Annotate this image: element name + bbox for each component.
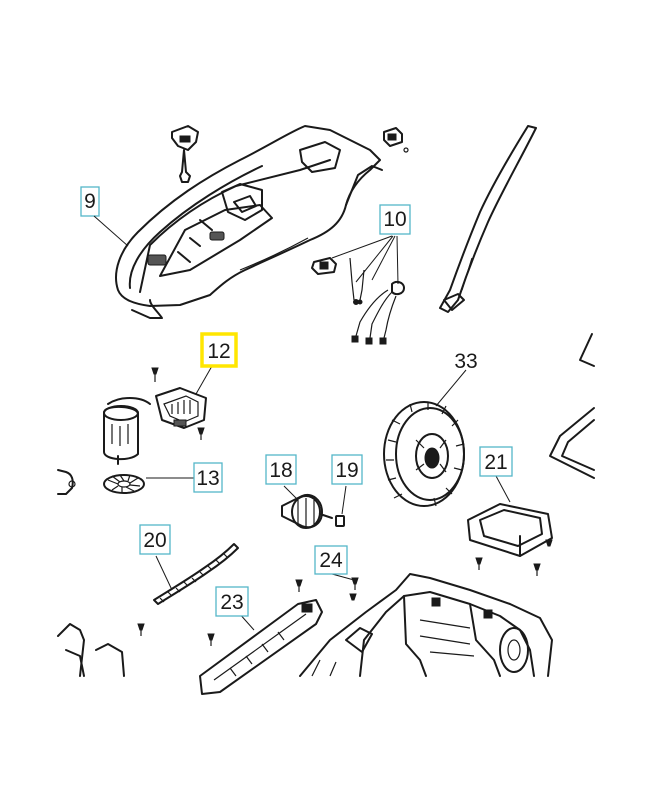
part-20-belt <box>137 543 239 636</box>
callout-21: 21 <box>479 446 513 477</box>
callout-23: 23 <box>215 586 249 617</box>
svg-text:24: 24 <box>319 549 343 572</box>
handle-knob-part <box>171 125 199 183</box>
callout-10: 10 <box>379 204 411 235</box>
callout-20: 20 <box>139 524 171 555</box>
part-12-motor-pcb <box>103 365 213 465</box>
callout-9: 9 <box>80 186 129 247</box>
part-9-motor-cover <box>115 125 383 319</box>
part-33-wheel <box>383 369 467 507</box>
part-19-bolt <box>335 485 347 527</box>
svg-text:12: 12 <box>207 340 230 363</box>
cable-clip-part <box>383 127 409 153</box>
part-23-lever <box>199 579 323 695</box>
part-21-bracket <box>467 475 553 576</box>
svg-text:23: 23 <box>220 591 243 614</box>
svg-text:13: 13 <box>196 467 219 490</box>
callout-12: 12 <box>200 332 238 368</box>
mower-deck <box>299 573 553 677</box>
svg-text:20: 20 <box>143 529 166 552</box>
handle-bar <box>439 125 537 313</box>
part-10-switch-cables <box>311 235 405 345</box>
part-18-hub <box>281 485 333 529</box>
left-edge-part <box>57 469 76 495</box>
svg-text:18: 18 <box>269 459 292 482</box>
right-edge-parts <box>549 333 595 479</box>
svg-text:10: 10 <box>383 208 406 231</box>
part-24-screws <box>331 573 359 601</box>
svg-text:19: 19 <box>335 459 358 482</box>
callout-18: 18 <box>265 454 297 485</box>
bottom-left-part <box>57 623 125 677</box>
callout-19: 19 <box>331 454 363 485</box>
svg-text:9: 9 <box>84 190 96 213</box>
callout-13: 13 <box>193 462 223 493</box>
part-13-fan <box>103 474 194 494</box>
callout-33: 33 <box>454 350 477 373</box>
svg-text:33: 33 <box>454 350 477 373</box>
callout-24: 24 <box>314 545 348 575</box>
svg-text:21: 21 <box>484 451 507 474</box>
